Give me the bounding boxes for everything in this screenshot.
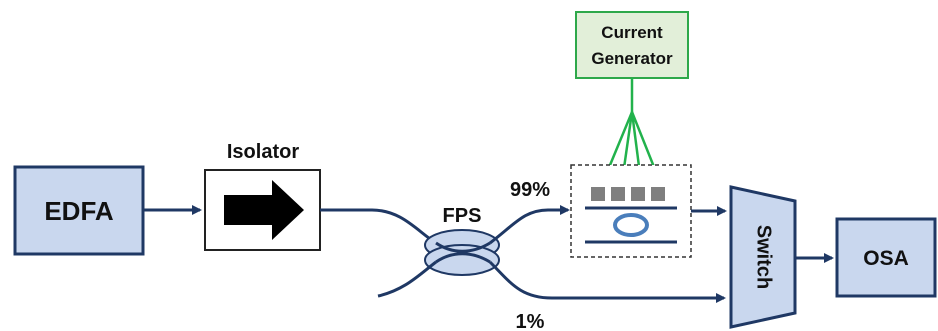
- fiber-isolator-to-fps: [320, 208, 437, 245]
- edfa-block: EDFA: [13, 165, 145, 256]
- fps-label: FPS: [443, 205, 482, 227]
- switch-label: Switch: [753, 225, 775, 289]
- isolator-block: Isolator: [204, 141, 321, 251]
- heater-electrode-1: [591, 187, 605, 201]
- isolator-label: Isolator: [227, 141, 299, 163]
- current-generator-label-line1: Current: [601, 23, 663, 42]
- osa-label: OSA: [863, 247, 909, 270]
- port-upper-label: 99%: [510, 179, 550, 201]
- microring-device: [570, 164, 692, 258]
- fiber-fps-input-lower: [377, 260, 437, 298]
- heater-electrode-2: [611, 187, 625, 201]
- switch-block: Switch: [729, 185, 797, 329]
- heater-electrode-4: [651, 187, 665, 201]
- current-generator-label-line2: Generator: [591, 49, 673, 68]
- osa-block: OSA: [835, 217, 937, 298]
- heater-electrode-3: [631, 187, 645, 201]
- fps-coupler: FPS: [424, 205, 500, 276]
- ring-resonator: [613, 213, 649, 237]
- edfa-label: EDFA: [44, 196, 114, 226]
- isolator-direction-arrow-icon: [224, 180, 304, 240]
- port-lower-label: 1%: [516, 311, 545, 331]
- fiber-fps-to-device: [489, 205, 570, 245]
- fiber-fps-to-switch: [488, 260, 726, 303]
- current-generator-block: Current Generator: [575, 11, 689, 79]
